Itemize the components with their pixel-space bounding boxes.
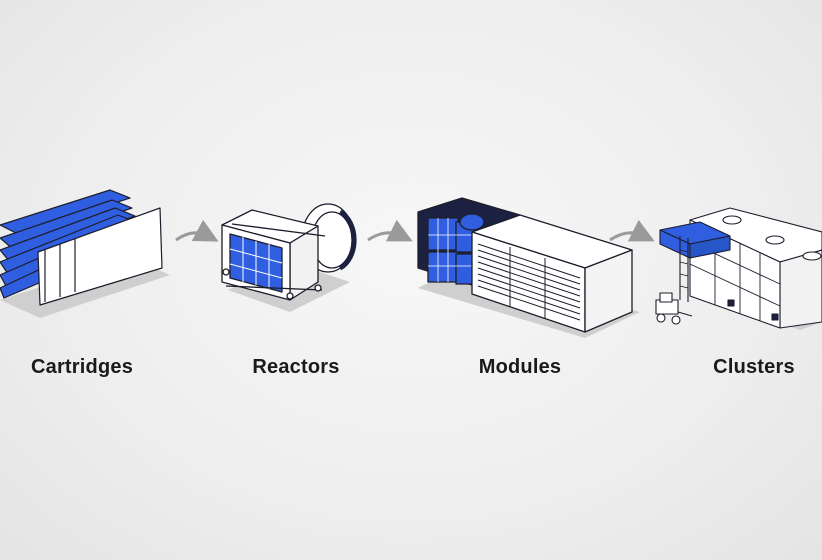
module-icon bbox=[417, 197, 640, 338]
reactor-icon bbox=[221, 203, 357, 312]
arrow-1-icon bbox=[175, 219, 219, 242]
cartridge-icon bbox=[0, 189, 170, 318]
stage-label-modules: Modules bbox=[478, 356, 562, 378]
stage-label-clusters: Clusters bbox=[713, 356, 795, 378]
arrow-3-icon bbox=[609, 219, 655, 242]
cluster-icon bbox=[655, 207, 822, 330]
arrow-2-icon bbox=[367, 219, 413, 242]
stage-label-cartridges: Cartridges bbox=[30, 356, 134, 378]
stage-label-reactors: Reactors bbox=[252, 356, 340, 378]
